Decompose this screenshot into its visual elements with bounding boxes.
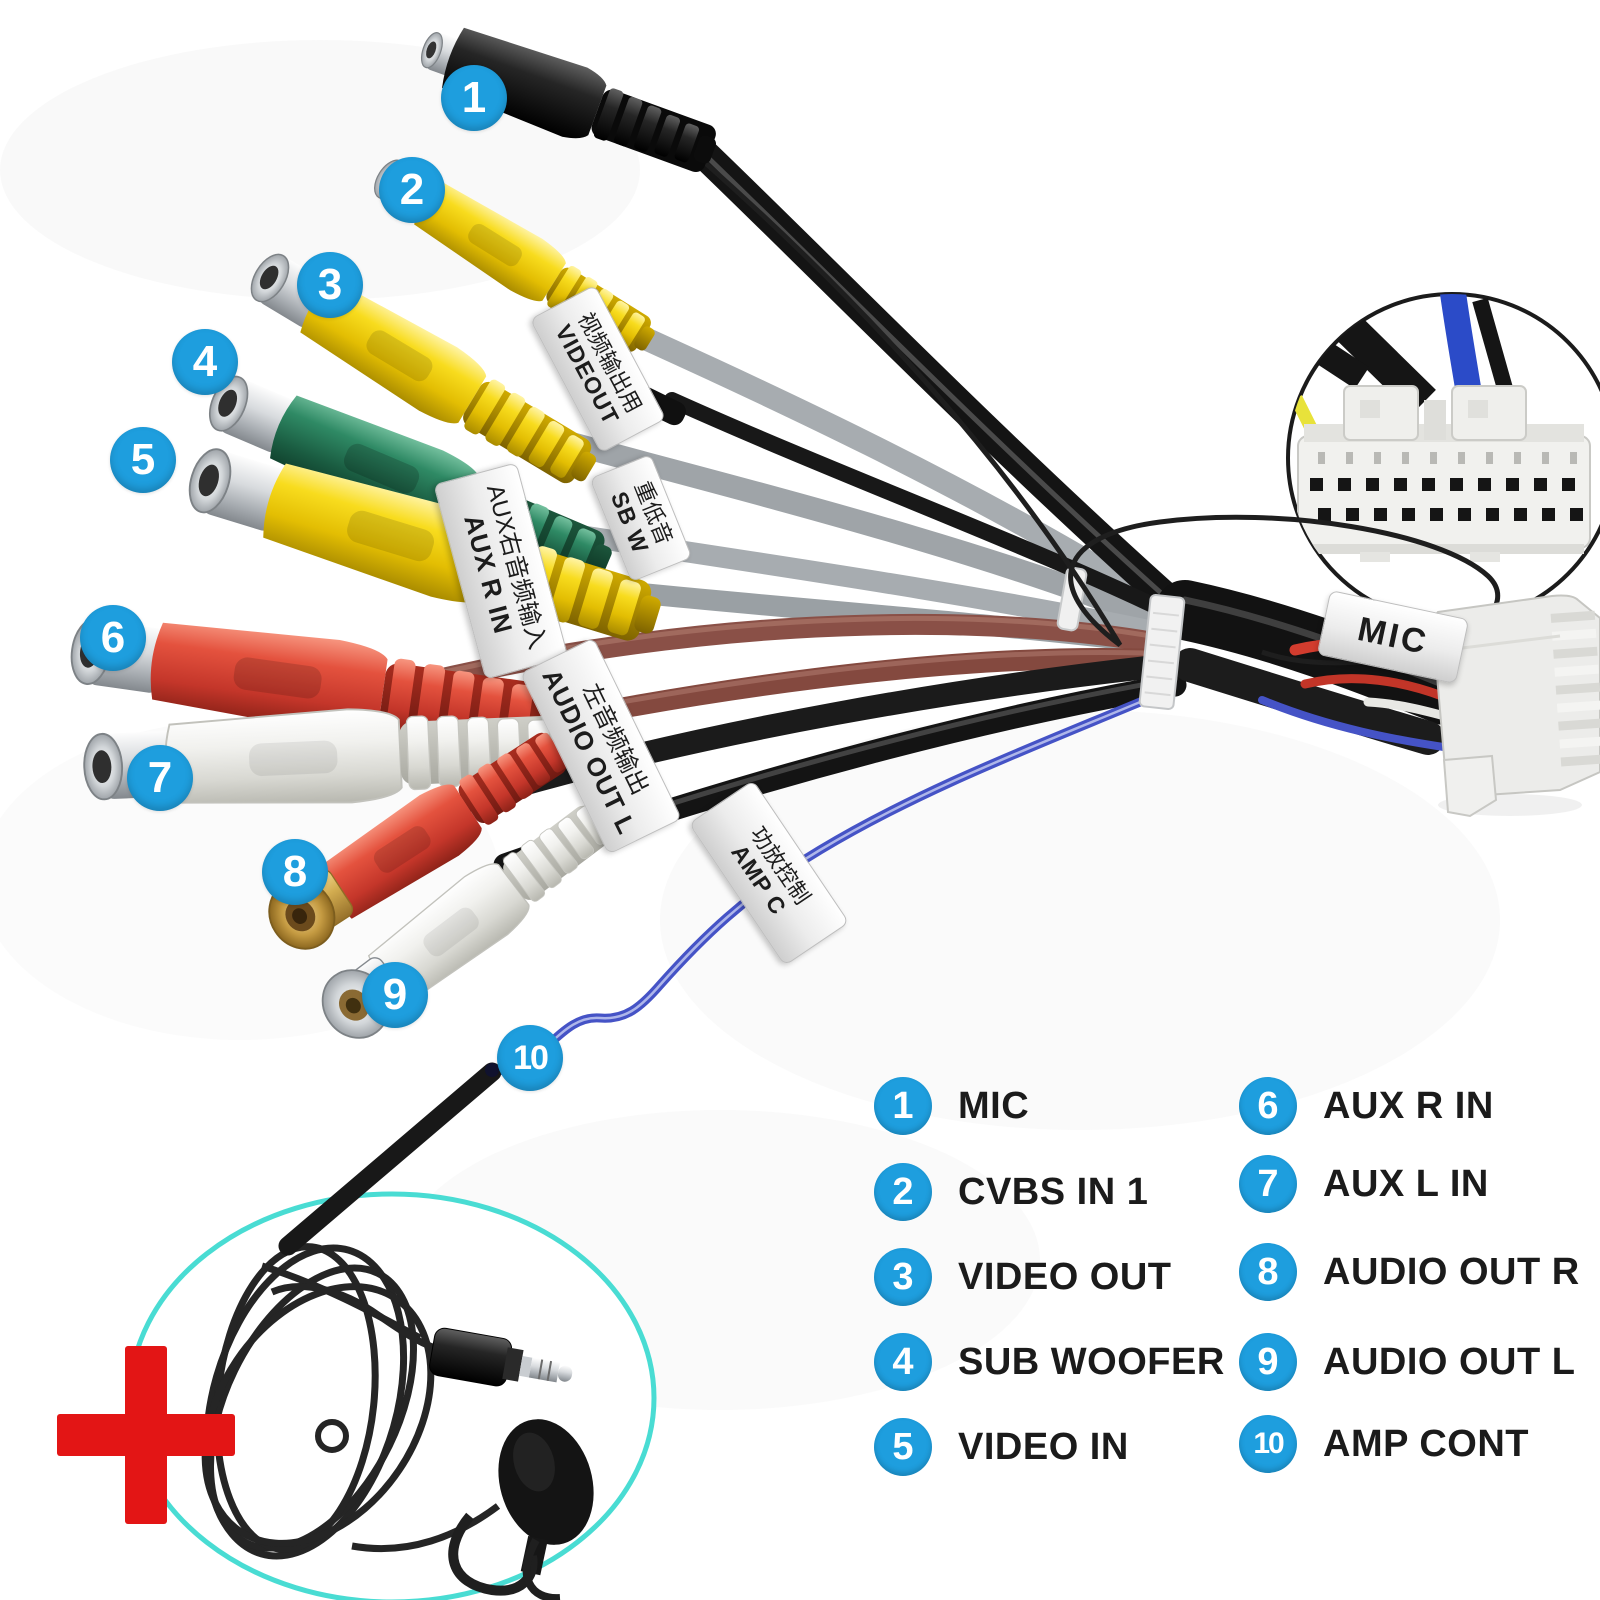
mic-plug: [429, 1327, 573, 1387]
callout-10: 10: [497, 1025, 563, 1091]
legend-number: 10: [1239, 1415, 1297, 1473]
legend-number: 3: [874, 1248, 932, 1306]
legend-number: 6: [1239, 1077, 1297, 1135]
microphone-inset: [127, 1191, 657, 1600]
legend-item-cvbs-in-1: 2 CVBS IN 1: [874, 1163, 1148, 1221]
legend-number: 8: [1239, 1243, 1297, 1301]
callout-3: 3: [297, 252, 363, 318]
legend-label: SUB WOOFER: [958, 1340, 1225, 1383]
black-cable-mic: [622, 135, 1195, 626]
callout-1: 1: [441, 65, 507, 131]
legend-label: MIC: [958, 1084, 1030, 1127]
legend-number: 4: [874, 1333, 932, 1391]
legend-item-audio-out-r: 8 AUDIO OUT R: [1239, 1243, 1580, 1301]
legend-number: 2: [874, 1163, 932, 1221]
callout-5: 5: [110, 427, 176, 493]
legend-label: AUDIO OUT R: [1323, 1250, 1580, 1293]
legend-item-audio-out-l: 9 AUDIO OUT L: [1239, 1333, 1575, 1391]
mic-clip: [448, 1512, 561, 1600]
connector-mic-jack: [420, 27, 716, 173]
callout-2: 2: [379, 157, 445, 223]
legend-label: AUX L IN: [1323, 1162, 1489, 1205]
legend-number: 1: [874, 1077, 932, 1135]
connector-inset-magnifier: [1286, 292, 1600, 624]
callout-9: 9: [362, 962, 428, 1028]
legend-label: VIDEO OUT: [958, 1255, 1172, 1298]
tag-text-en: MIC: [1354, 610, 1432, 663]
legend-item-amp-cont: 10 AMP CONT: [1239, 1415, 1529, 1473]
connector-latch: [1442, 754, 1498, 818]
legend-item-aux-r-in: 6 AUX R IN: [1239, 1077, 1494, 1135]
legend-number: 7: [1239, 1155, 1297, 1213]
mic-capsule: [498, 1419, 594, 1576]
legend-item-video-in: 5 VIDEO IN: [874, 1418, 1129, 1476]
legend-label: AUX R IN: [1323, 1084, 1494, 1127]
legend-label: CVBS IN 1: [958, 1170, 1149, 1213]
callout-7: 7: [127, 745, 193, 811]
callout-8: 8: [262, 839, 328, 905]
legend-item-mic: 1 MIC: [874, 1077, 1029, 1135]
legend-item-video-out: 3 VIDEO OUT: [874, 1248, 1172, 1306]
legend-label: AUDIO OUT L: [1323, 1340, 1576, 1383]
callout-4: 4: [172, 329, 238, 395]
callout-6: 6: [80, 605, 146, 671]
connector-audio-out-r: [268, 730, 576, 950]
zip-tie: [1138, 594, 1186, 710]
amp-wire-black-tip: [278, 1062, 502, 1256]
legend-label: AMP CONT: [1323, 1422, 1529, 1465]
legend-number: 5: [874, 1418, 932, 1476]
harness-plug-connector: [1432, 594, 1600, 818]
mic-cable-coil: [201, 1243, 501, 1560]
legend-label: VIDEO IN: [958, 1425, 1129, 1468]
plus-icon: [57, 1346, 235, 1524]
legend-item-sub-woofer: 4 SUB WOOFER: [874, 1333, 1225, 1391]
legend-number: 9: [1239, 1333, 1297, 1391]
legend-item-aux-l-in: 7 AUX L IN: [1239, 1155, 1489, 1213]
